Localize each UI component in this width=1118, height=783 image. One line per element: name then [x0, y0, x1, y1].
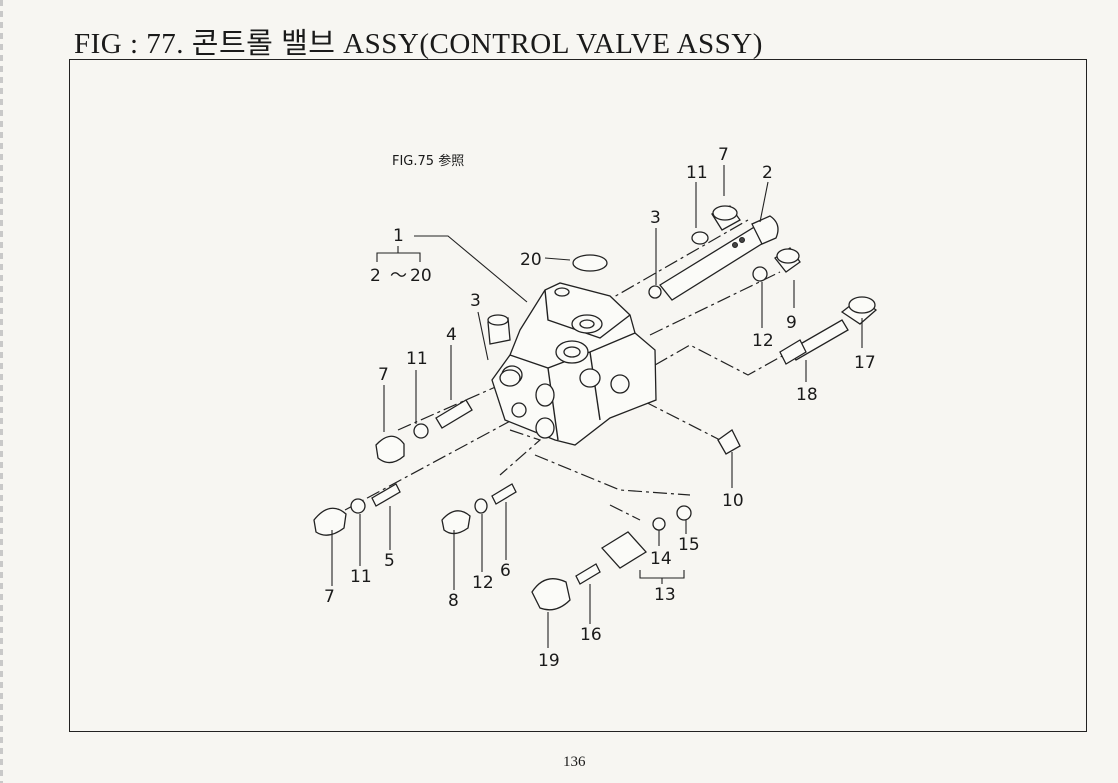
callout-4: 4 — [446, 325, 457, 345]
range-separator: ～ — [390, 266, 407, 286]
callout-14: 14 — [650, 549, 672, 569]
callout-12-bottom: 12 — [472, 573, 494, 593]
spring-6 — [491, 483, 517, 505]
axis-line-13 — [534, 454, 691, 496]
callout-11-bottom: 11 — [350, 567, 372, 587]
page-title: FIG : 77. 콘트롤 밸브 ASSY(CONTROL VALVE ASSY… — [74, 28, 763, 60]
axis-line-14 — [609, 504, 641, 521]
callout-9: 9 — [786, 313, 797, 333]
callout-2: 2 — [762, 163, 773, 183]
spring-16 — [575, 563, 601, 585]
callout-10: 10 — [722, 491, 744, 511]
axis-line-9 — [649, 271, 781, 336]
o-ring-11-left — [413, 423, 429, 439]
callout-17: 17 — [854, 353, 876, 373]
plug-17 — [840, 296, 878, 325]
plug-19 — [531, 578, 571, 611]
callout-18: 18 — [796, 385, 818, 405]
callout-11-left: 11 — [406, 349, 428, 369]
o-ring-20 — [572, 254, 608, 272]
plug-8 — [441, 510, 471, 535]
callout-7-top: 7 — [718, 145, 729, 165]
callout-19: 19 — [538, 651, 560, 671]
spool-18 — [779, 319, 849, 365]
plug-7-left — [375, 435, 405, 464]
callout-3-top: 3 — [650, 208, 661, 228]
callout-12-top: 12 — [752, 331, 774, 351]
callout-6: 6 — [500, 561, 511, 581]
axis-line-7 — [397, 384, 501, 431]
spring-4 — [435, 399, 473, 429]
callout-11-top: 11 — [686, 163, 708, 183]
o-ring-12-bottom — [474, 498, 488, 514]
valve-13 — [600, 531, 648, 569]
callout-8: 8 — [448, 591, 459, 611]
o-ring-12-top — [752, 266, 768, 282]
leader-3-left — [477, 311, 489, 361]
leader-20 — [544, 257, 571, 261]
o-ring-3-left — [499, 369, 521, 387]
callout-20: 20 — [520, 250, 542, 270]
valve-body — [487, 282, 657, 446]
page-number: 136 — [563, 754, 586, 770]
callout-15: 15 — [678, 535, 700, 555]
axis-line-5 — [344, 404, 541, 511]
plug-7-top — [711, 205, 741, 231]
scan-margin — [0, 0, 3, 783]
callout-1: 1 — [393, 226, 404, 246]
range-bracket — [376, 246, 421, 262]
leader-1 — [414, 235, 528, 303]
o-ring-11-bottom — [350, 498, 366, 514]
o-ring-14 — [652, 517, 666, 531]
spring-5 — [371, 483, 401, 507]
reference-note: FIG.75 参照 — [392, 153, 464, 169]
callout-5: 5 — [384, 551, 395, 571]
callout-7-left: 7 — [378, 365, 389, 385]
plug-7-bottom — [313, 507, 347, 536]
axis-line-top — [599, 219, 749, 306]
leader-2 — [759, 181, 769, 223]
spool-2 — [659, 215, 779, 301]
callout-7-bottom: 7 — [324, 587, 335, 607]
plug-10 — [717, 429, 741, 455]
range-to: 20 — [410, 266, 432, 286]
callout-3-left: 3 — [470, 291, 481, 311]
o-ring-3-top — [648, 285, 662, 299]
axis-line-6 — [499, 429, 542, 476]
callout-16: 16 — [580, 625, 602, 645]
o-ring-11-top — [691, 231, 709, 245]
figure-frame — [69, 59, 1087, 732]
bracket-13 — [639, 570, 685, 584]
range-from: 2 — [370, 266, 381, 286]
callout-13: 13 — [654, 585, 676, 605]
plug-9 — [774, 247, 801, 273]
o-ring-15 — [676, 505, 692, 521]
